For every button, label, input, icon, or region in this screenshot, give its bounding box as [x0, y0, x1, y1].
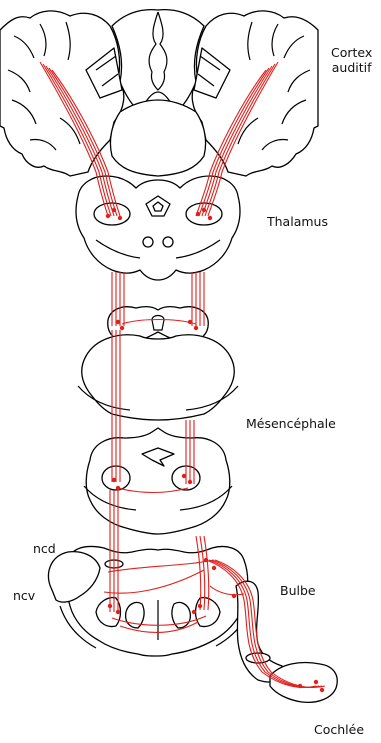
terminal-dot: [188, 320, 192, 324]
label-cortex: Cortex: [331, 45, 372, 60]
terminal-dot: [320, 688, 324, 692]
terminal-dot: [196, 212, 200, 216]
mesencephale-section: [84, 428, 232, 534]
label-bulbe: Bulbe: [280, 583, 316, 598]
terminal-dot: [182, 474, 186, 478]
terminal-dot: [112, 208, 116, 212]
terminal-dot: [198, 604, 202, 608]
upper-midbrain: [110, 100, 205, 176]
terminal-dot: [212, 566, 216, 570]
left-thalamus-nucleus: [94, 203, 130, 225]
terminal-dot: [120, 326, 124, 330]
terminal-dot: [314, 680, 318, 684]
right-thalamus-nucleus: [186, 203, 222, 225]
label-thalamus: Thalamus: [267, 214, 328, 229]
terminal-dot: [118, 216, 122, 220]
terminal-dot: [108, 604, 112, 608]
cortex-section: [0, 10, 318, 176]
label-ncv: ncv: [13, 588, 35, 603]
terminal-dot: [298, 684, 302, 688]
pons-body: [82, 335, 235, 420]
label-mesencephale: Mésencéphale: [246, 416, 336, 431]
label-auditif: auditif: [331, 60, 372, 75]
right-mammillary: [163, 237, 173, 247]
terminal-dot: [192, 610, 196, 614]
label-cortex-auditif: Cortex auditif: [331, 45, 372, 75]
terminal-dot: [106, 214, 110, 218]
terminal-dot: [194, 326, 198, 330]
terminal-dot: [116, 610, 120, 614]
terminal-dot: [188, 480, 192, 484]
terminal-dot: [232, 594, 236, 598]
label-ncd: ncd: [33, 541, 56, 556]
left-mammillary: [143, 237, 153, 247]
terminal-dot: [116, 320, 120, 324]
terminal-dot: [208, 216, 212, 220]
terminal-dot: [202, 208, 206, 212]
terminal-dot: [204, 558, 208, 562]
terminal-dot: [112, 478, 116, 482]
pons-section: [78, 307, 238, 420]
central-structure: [112, 10, 204, 112]
label-cochlee: Cochlée: [314, 722, 364, 737]
terminal-dot: [116, 486, 120, 490]
